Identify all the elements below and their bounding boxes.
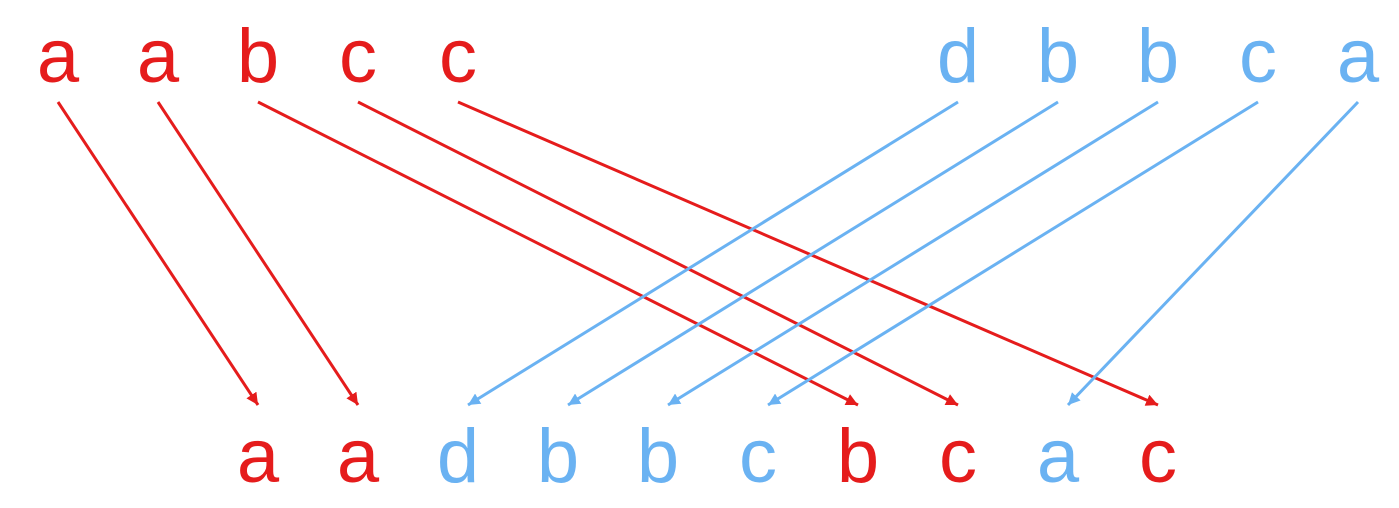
- top-right-letter: d: [937, 14, 979, 99]
- top-left-letter: b: [237, 14, 279, 99]
- bottom-letter: b: [837, 414, 879, 499]
- blue-arrow: [1066, 100, 1360, 407]
- bottom-letter: d: [437, 414, 479, 499]
- blue-arrow: [467, 100, 959, 407]
- top-right-letter: b: [1037, 14, 1079, 99]
- top-right-letter: c: [1239, 14, 1277, 99]
- bottom-letter: a: [337, 414, 380, 499]
- blue-arrow: [767, 100, 1259, 407]
- top-left-letter: a: [137, 14, 180, 99]
- top-left-letter: c: [439, 14, 477, 99]
- bottom-letter: b: [637, 414, 679, 499]
- bottom-letter: b: [537, 414, 579, 499]
- bottom-letter: a: [1037, 414, 1080, 499]
- red-arrow: [56, 101, 260, 406]
- blue-arrow: [667, 100, 1159, 407]
- red-arrow: [457, 100, 1159, 407]
- bottom-letter: c: [1139, 414, 1177, 499]
- red-arrow: [357, 100, 959, 407]
- blue-arrow: [567, 100, 1059, 407]
- bottom-letter: c: [939, 414, 977, 499]
- red-arrow: [156, 101, 360, 406]
- bottom-letter: c: [739, 414, 777, 499]
- arrows-layer: [56, 100, 1360, 407]
- bottom-letter: a: [237, 414, 280, 499]
- top-left-letter: c: [339, 14, 377, 99]
- top-right-letter: b: [1137, 14, 1179, 99]
- red-arrow: [257, 100, 859, 407]
- top-left-letter: a: [37, 14, 80, 99]
- top-right-letter: a: [1337, 14, 1380, 99]
